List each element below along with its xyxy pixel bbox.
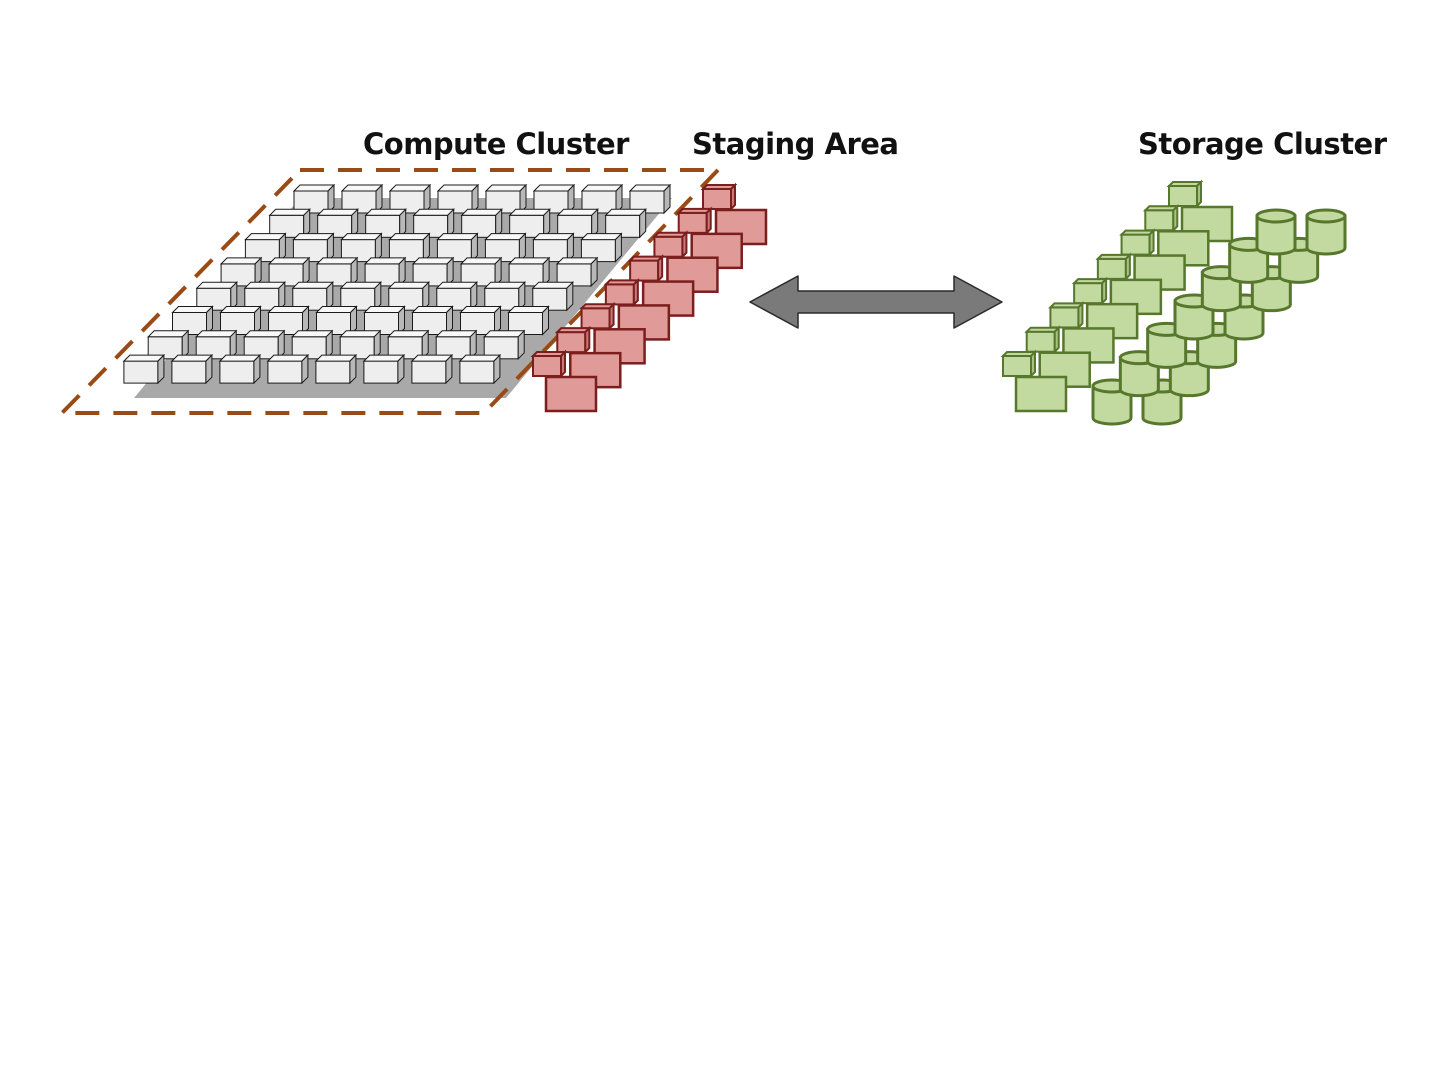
compute-node xyxy=(340,232,383,263)
compute-node xyxy=(315,256,359,288)
storage-disk xyxy=(1228,236,1270,284)
compute-node xyxy=(483,280,527,312)
compute-boundary-group xyxy=(60,168,720,415)
storage-disk xyxy=(1173,293,1215,341)
compute-node xyxy=(532,183,576,215)
compute-node xyxy=(580,183,624,215)
compute-node xyxy=(146,329,190,361)
storage-disk xyxy=(1255,208,1297,256)
compute-node xyxy=(532,232,575,263)
compute-node xyxy=(219,305,262,336)
arrow-group xyxy=(749,275,1003,329)
compute-node xyxy=(604,208,647,239)
compute-node xyxy=(290,329,334,361)
compute-node xyxy=(580,232,623,263)
compute-node xyxy=(556,208,599,239)
compute-node xyxy=(363,256,407,288)
compute-node xyxy=(266,353,310,385)
compute-node xyxy=(508,208,551,239)
storage-server xyxy=(1000,349,1068,413)
staging-unit xyxy=(652,230,719,293)
compute-nodes-group xyxy=(122,183,672,385)
compute-node xyxy=(388,232,431,263)
storage-disk xyxy=(1091,378,1133,426)
compute-node xyxy=(218,353,262,385)
compute-cluster-boundary xyxy=(60,168,720,415)
compute-node xyxy=(267,256,311,288)
compute-node xyxy=(171,305,214,336)
compute-node xyxy=(364,208,407,239)
storage-servers-group xyxy=(1000,179,1234,413)
compute-node xyxy=(410,353,454,385)
staging-units-group xyxy=(530,182,768,413)
compute-node xyxy=(314,353,358,385)
compute-node xyxy=(292,232,335,263)
compute-node xyxy=(387,280,431,312)
compute-node xyxy=(338,329,382,361)
compute-node xyxy=(339,280,383,312)
compute-node xyxy=(362,353,406,385)
compute-node xyxy=(411,305,454,336)
compute-node xyxy=(412,208,455,239)
compute-node xyxy=(244,232,287,263)
compute-node xyxy=(242,329,286,361)
compute-node xyxy=(507,256,551,288)
compute-node xyxy=(268,208,311,239)
staging-unit xyxy=(676,206,743,270)
staging-area-label: Staging Area xyxy=(692,127,899,161)
compute-node xyxy=(267,305,310,336)
compute-cluster-label: Compute Cluster xyxy=(363,127,629,161)
compute-node xyxy=(340,183,384,215)
bidirectional-arrow xyxy=(749,275,1003,329)
compute-node xyxy=(507,305,550,336)
compute-node xyxy=(195,280,239,312)
compute-node xyxy=(388,183,432,215)
compute-node xyxy=(436,183,480,215)
compute-node xyxy=(219,256,263,288)
compute-node xyxy=(555,256,599,288)
compute-node xyxy=(291,280,335,312)
compute-node xyxy=(122,353,166,385)
storage-cluster-label: Storage Cluster xyxy=(1138,127,1387,161)
compute-node xyxy=(436,232,479,263)
compute-node xyxy=(170,353,214,385)
compute-node xyxy=(459,256,503,288)
compute-node xyxy=(484,232,527,263)
compute-node xyxy=(243,280,287,312)
storage-disks-group xyxy=(1091,208,1347,426)
staging-unit xyxy=(530,349,598,413)
compute-node xyxy=(316,208,359,239)
compute-node xyxy=(482,329,526,361)
compute-node xyxy=(292,183,336,215)
compute-node xyxy=(411,256,455,288)
compute-node xyxy=(628,183,672,215)
compute-node xyxy=(194,329,238,361)
compute-node xyxy=(435,280,479,312)
compute-node xyxy=(459,305,502,336)
storage-disk xyxy=(1305,208,1347,256)
compute-node xyxy=(531,280,575,312)
compute-node xyxy=(484,183,528,215)
compute-node xyxy=(434,329,478,361)
compute-node xyxy=(460,208,503,239)
compute-node xyxy=(363,305,406,336)
compute-node xyxy=(315,305,358,336)
storage-server xyxy=(1142,203,1210,267)
compute-node xyxy=(458,353,502,385)
compute-node xyxy=(386,329,430,361)
